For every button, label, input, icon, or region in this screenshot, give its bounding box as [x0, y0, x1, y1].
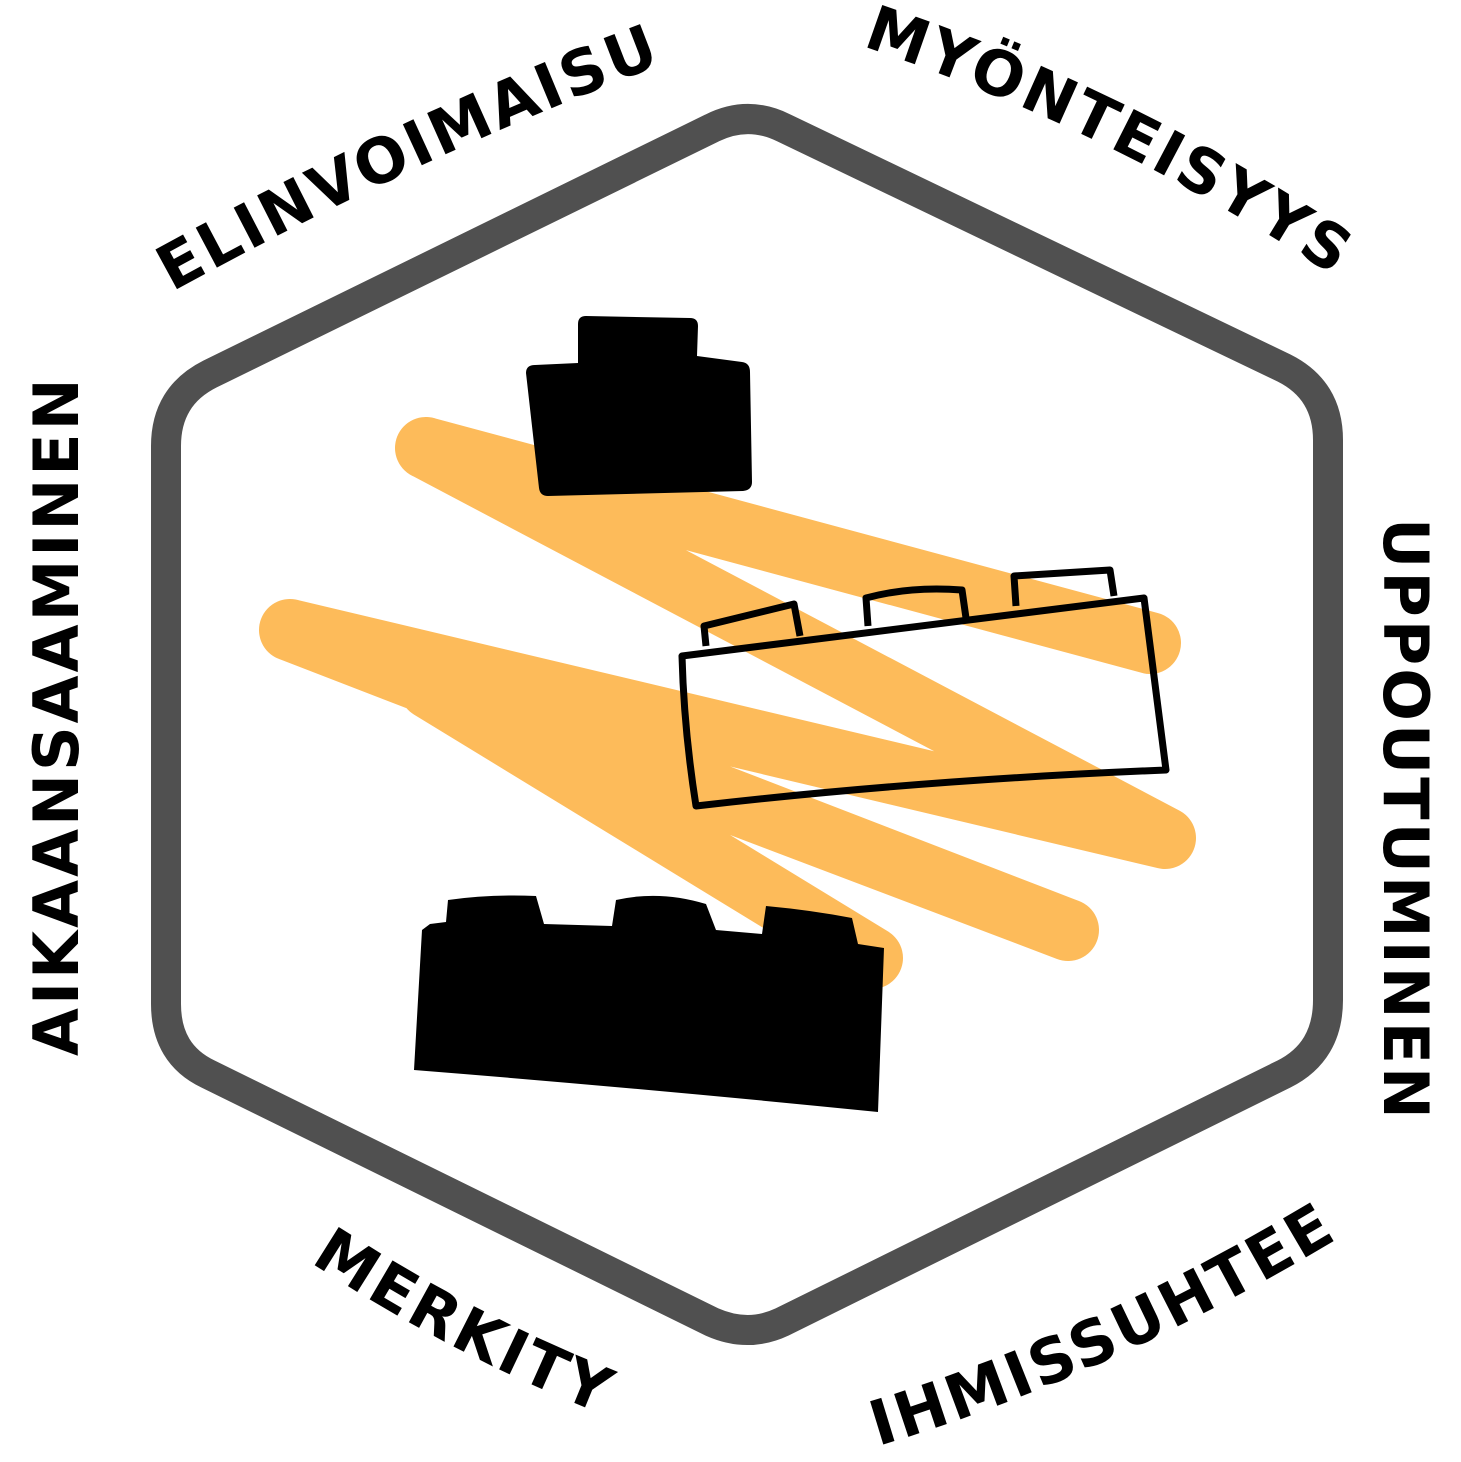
brick-icon-outline — [678, 566, 1170, 810]
label-aikaansaaminen: AIKAANSAAMINEN — [20, 376, 93, 1056]
brick-icon-bottom — [414, 895, 884, 1112]
brick-icon-top — [526, 316, 752, 496]
label-uppoutuminen: UPPOUTUMINEN — [1369, 518, 1442, 1122]
